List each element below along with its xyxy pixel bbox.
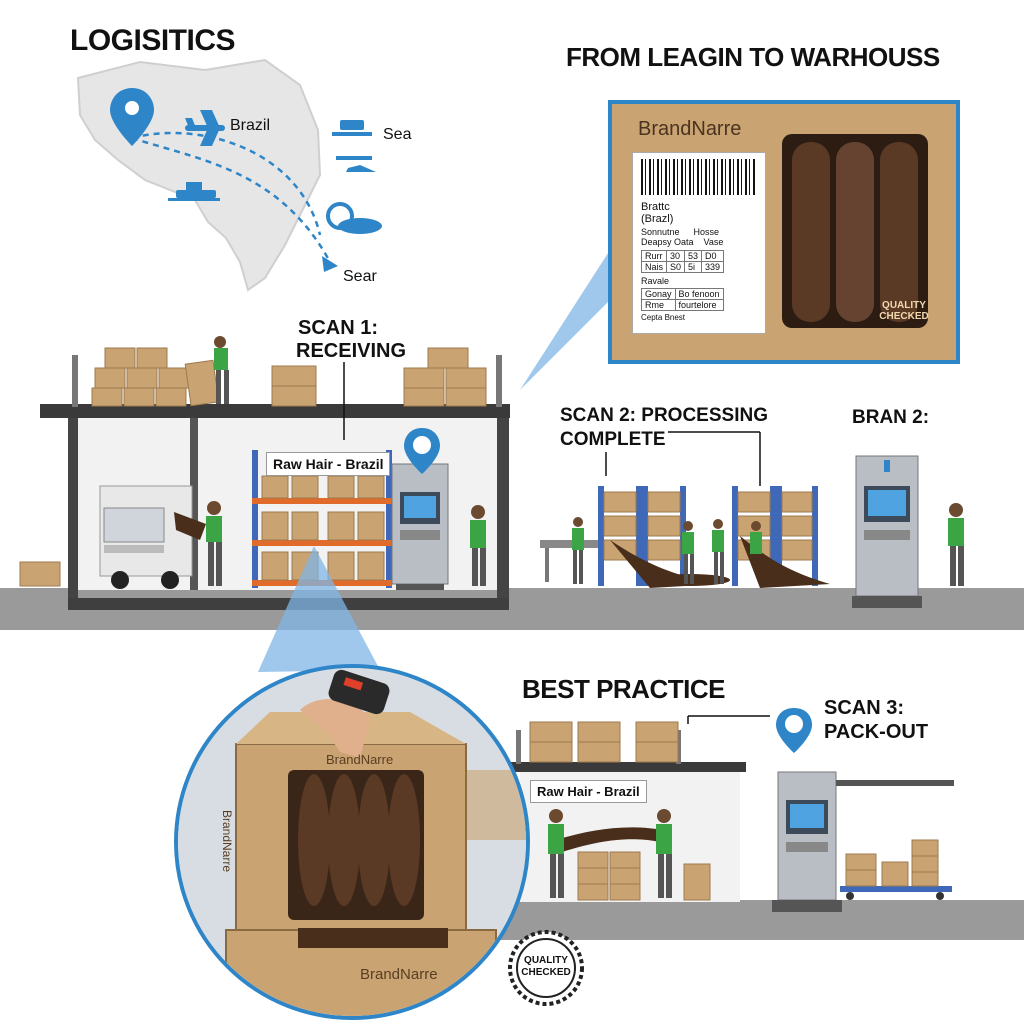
worker-scanner-1 <box>470 505 486 586</box>
scanner-kiosk-2 <box>852 455 922 608</box>
pallet-boxes-bottom <box>577 851 711 901</box>
scan3-label-line2: PACK-OUT <box>824 721 929 743</box>
seal-bottom-text: QUALITY CHECKED <box>521 955 571 978</box>
label-line2: (Brazl) <box>641 213 674 225</box>
label-row-b2: Vase <box>703 237 724 247</box>
hair-carried <box>556 827 672 852</box>
seal-card-text: QUALITY CHECKED <box>879 300 929 322</box>
box-outside <box>19 561 61 587</box>
box-brand-side: BrandNarre <box>220 809 235 873</box>
location-pin-icon <box>110 88 154 146</box>
bran2-label: BRAN 2: <box>852 407 930 428</box>
map-label-sear: Sear <box>343 268 377 285</box>
label-footer-small: Cepta Bnest <box>641 313 686 322</box>
hair-window <box>782 134 928 328</box>
rack-processing-right <box>732 486 818 586</box>
truck <box>99 485 193 589</box>
ship-icon-right <box>332 120 376 172</box>
route-line-2 <box>131 131 322 236</box>
raw-hair-tag: Raw Hair - Brazil <box>266 452 391 476</box>
map-label-brazil: Brazil <box>230 117 271 134</box>
roof-boxes-mid <box>271 365 317 407</box>
ship-icon-left <box>168 182 220 201</box>
worker-roof <box>214 336 229 404</box>
scan3-label-line1: SCAN 3: <box>824 697 905 719</box>
worker-scanner-2 <box>948 503 964 586</box>
box-brand-top: BrandNarre <box>326 752 394 767</box>
airplane-icon <box>185 110 225 146</box>
scan2-label-line1: SCAN 2: PROCESSING <box>560 405 768 426</box>
scan1-label-line2: RECEIVING <box>296 340 407 362</box>
label-row-a2: Hosse <box>693 227 720 237</box>
shipping-label: Brattc (Brazl) Sonnutne Hosse Deapsy Oata… <box>632 152 766 334</box>
package-brand: BrandNarre <box>638 118 742 140</box>
package-card: BrandNarre Brattc (Brazl) Sonnutne Hosse … <box>608 100 960 364</box>
magnifier-wedge <box>258 546 380 672</box>
scan1-label-line1: SCAN 1: <box>298 317 379 339</box>
card-callout-wedge <box>520 250 610 390</box>
workers-processing <box>572 528 762 554</box>
label-line1: Brattc <box>641 201 670 213</box>
barcode <box>641 159 757 195</box>
brazil-map <box>76 58 322 292</box>
best-practice-title: BEST PRACTICE <box>522 674 725 704</box>
main-title: FROM LEAGIN TO WARHOUSS <box>566 42 940 72</box>
scan2-label-line2: COMPLETE <box>560 429 666 450</box>
map-label-sea: Sea <box>383 126 412 143</box>
scanner-kiosk-1 <box>391 428 449 590</box>
quality-seal-bottom <box>508 930 584 1006</box>
globe-ship-icon <box>326 202 382 234</box>
route-line-1 <box>131 136 332 263</box>
logistics-title: LOGISITICS <box>70 24 236 57</box>
box-brand-bottom: BrandNarre <box>360 966 438 983</box>
worker-receiving <box>174 501 222 586</box>
ground-strip-bottom <box>500 900 1024 940</box>
raw-hair-tag-2: Raw Hair - Brazil <box>530 780 647 803</box>
workers-bottom <box>548 809 672 898</box>
scanner-kiosk-3 <box>772 708 954 912</box>
roof-boxes-right <box>403 347 487 407</box>
roof-boxes-left <box>91 347 220 407</box>
cart-boxes <box>840 839 952 900</box>
label-row-a1: Sonnutne <box>641 227 680 237</box>
label-row-b1: Deapsy Oata <box>641 237 694 247</box>
roof-boxes-bottom <box>529 721 679 763</box>
label-footer-title: Ravale <box>641 276 670 286</box>
